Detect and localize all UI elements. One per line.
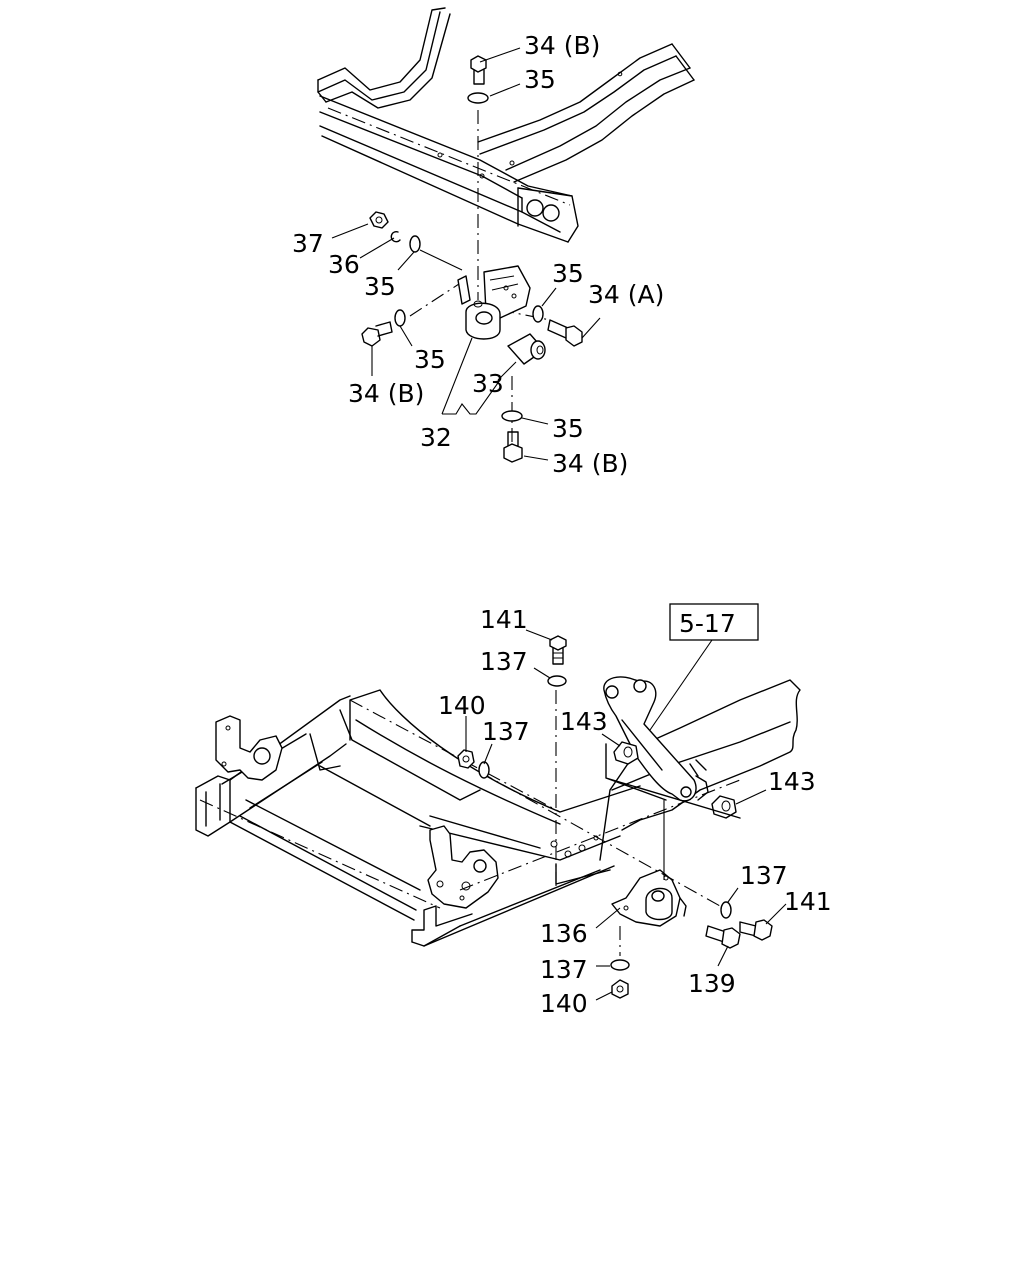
lower-centerline-long bbox=[459, 779, 741, 891]
lower-fasteners bbox=[457, 635, 773, 999]
washer-137-top-icon bbox=[547, 675, 567, 687]
washer-35-top-icon bbox=[467, 92, 489, 104]
label-37: 37 bbox=[292, 229, 324, 258]
washer-35-c-icon bbox=[532, 305, 544, 323]
bush-143-right-icon bbox=[711, 795, 737, 819]
label-34b-bottom: 34 (B) bbox=[552, 449, 628, 478]
label-141-right: 141 bbox=[784, 887, 832, 916]
bolt-34b-top-icon bbox=[470, 55, 487, 85]
lower-assembly: 5-17 141 137 140 137 143 143 137 bbox=[195, 603, 832, 1018]
label-140-bottom: 140 bbox=[540, 989, 588, 1018]
label-137-mid: 137 bbox=[482, 717, 530, 746]
label-137-bottom: 137 bbox=[540, 955, 588, 984]
bolt-34b-left-icon bbox=[361, 321, 393, 347]
lower-centerline-diagonal bbox=[479, 771, 721, 907]
upper-fasteners bbox=[361, 55, 583, 463]
lower-leaders bbox=[465, 629, 787, 1001]
label-32: 32 bbox=[420, 423, 452, 452]
bush-143-left-icon bbox=[613, 741, 639, 765]
label-34b-left: 34 (B) bbox=[348, 379, 424, 408]
label-34b-top: 34 (B) bbox=[524, 31, 600, 60]
mid-shackle-bracket bbox=[427, 825, 499, 909]
bolt-34a-icon bbox=[547, 319, 583, 347]
left-shackle-bracket bbox=[215, 715, 283, 781]
upper-centerline-main bbox=[327, 107, 571, 206]
washer-35-bottom-icon bbox=[501, 410, 523, 422]
lower-bracket-outline bbox=[555, 743, 741, 885]
label-139: 139 bbox=[688, 969, 736, 998]
nut-37-icon bbox=[369, 211, 389, 229]
clip-36-icon bbox=[390, 230, 401, 243]
label-143-left: 143 bbox=[560, 707, 608, 736]
lower-centerline-rail bbox=[349, 699, 561, 813]
bolt-141-right-icon bbox=[739, 919, 773, 941]
shackle-link bbox=[603, 676, 709, 802]
washer-137-mid-icon bbox=[478, 761, 490, 779]
upper-labels: 34 (B) 35 37 36 35 35 34 (A) 35 34 (B) 3… bbox=[292, 31, 664, 478]
nut-140-bottom-icon bbox=[611, 979, 629, 999]
bolt-34b-bottom-icon bbox=[503, 431, 523, 463]
bolt-141-top-icon bbox=[549, 635, 567, 665]
washer-35-b-icon bbox=[394, 309, 406, 327]
reference-label: 5-17 bbox=[679, 609, 736, 638]
label-34a: 34 (A) bbox=[588, 280, 664, 309]
lower-labels: 141 137 140 137 143 143 137 141 136 137 … bbox=[438, 605, 832, 1018]
bracket-assembly bbox=[457, 265, 531, 340]
label-137-top: 137 bbox=[480, 647, 528, 676]
nut-140-top-icon bbox=[457, 749, 475, 769]
upper-leaders bbox=[331, 47, 601, 461]
label-35-right: 35 bbox=[552, 259, 584, 288]
label-35-top: 35 bbox=[524, 65, 556, 94]
label-141-top: 141 bbox=[480, 605, 528, 634]
washer-137-right-icon bbox=[720, 901, 732, 919]
label-137-right: 137 bbox=[740, 861, 788, 890]
lower-centerline-frame bbox=[199, 799, 441, 909]
label-35-bottom: 35 bbox=[552, 414, 584, 443]
label-140-top: 140 bbox=[438, 691, 486, 720]
washer-35-a-icon bbox=[409, 235, 421, 253]
upper-frame-rails bbox=[317, 7, 451, 109]
label-136: 136 bbox=[540, 919, 588, 948]
spring-hanger-136 bbox=[611, 869, 687, 927]
upper-crossmember bbox=[319, 95, 579, 243]
label-143-right: 143 bbox=[768, 767, 816, 796]
upper-frame-rails-right bbox=[477, 43, 695, 183]
label-35-left-upper: 35 bbox=[364, 272, 396, 301]
upper-centerline-left bbox=[409, 281, 463, 317]
reference-5-17[interactable]: 5-17 bbox=[669, 603, 759, 641]
label-36: 36 bbox=[328, 250, 360, 279]
bushing-33 bbox=[507, 333, 546, 365]
upper-assembly: 34 (B) 35 37 36 35 35 34 (A) 35 34 (B) 3… bbox=[292, 7, 695, 478]
pin-139-icon bbox=[705, 925, 741, 949]
label-33: 33 bbox=[472, 369, 504, 398]
washer-137-bottom-icon bbox=[610, 959, 630, 971]
label-35-left-lower: 35 bbox=[414, 345, 446, 374]
